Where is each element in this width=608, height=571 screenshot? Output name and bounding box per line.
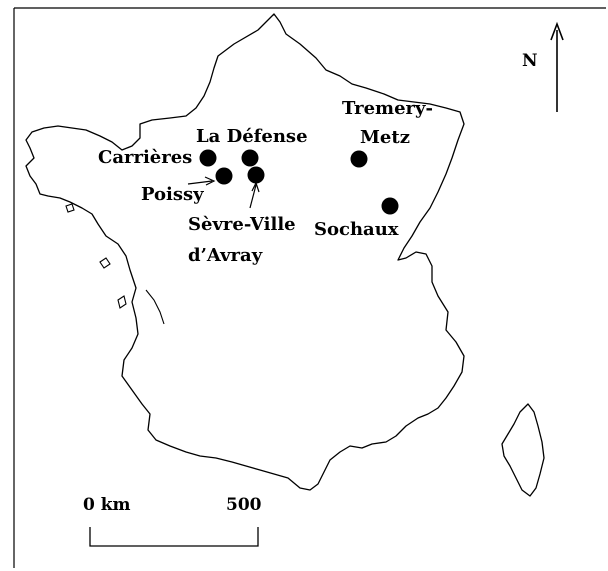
city-label-sevre-line1: Sèvre-Ville (188, 214, 296, 235)
estuary-outline (145, 289, 165, 325)
city-label-poissy: Poissy (141, 184, 204, 205)
city-marker-la-defense (241, 149, 259, 167)
city-label-carrieres: Carrières (98, 147, 192, 168)
scale-label-end: 500 (226, 495, 262, 515)
city-label-tremery-line2: Metz (360, 127, 410, 148)
north-label: N (522, 51, 538, 71)
city-marker-sochaux (381, 197, 399, 215)
north-arrow: N (522, 21, 564, 112)
coastal-island-2 (99, 257, 111, 269)
scale-bar: 0 km 500 (83, 495, 262, 547)
north-arrow-head (550, 21, 564, 41)
leader-arrow-sevre (249, 181, 260, 209)
city-marker-sevre (247, 166, 265, 184)
city-marker-poissy (215, 167, 233, 185)
city-label-la-defense: La Défense (196, 126, 308, 147)
france-mainland-outline (25, 13, 465, 491)
city-label-sevre-line2: d’Avray (188, 245, 263, 266)
city-marker-tremery (350, 150, 368, 168)
leader-arrow-poissy (187, 176, 216, 186)
coastal-island-1 (65, 203, 75, 213)
corsica-outline (501, 403, 545, 497)
city-label-tremery-line1: Tremery- (342, 98, 433, 119)
scale-bar-line (89, 527, 259, 547)
city-marker-carrieres (199, 149, 217, 167)
scale-label-start: 0 km (83, 495, 131, 515)
coastal-island-3 (117, 295, 127, 309)
city-label-sochaux: Sochaux (314, 219, 399, 240)
